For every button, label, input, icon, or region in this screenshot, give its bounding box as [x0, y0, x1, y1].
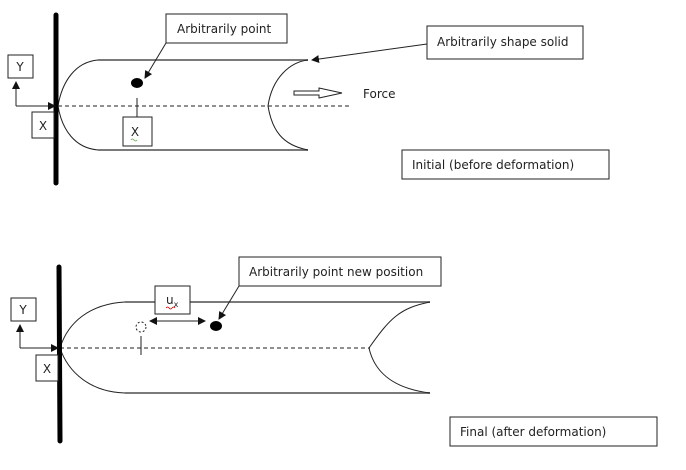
initial-panel: Y X X Arbitrarily point Arbitrarily shap… — [7, 12, 610, 186]
initial-x-axis-label: X — [39, 119, 47, 133]
final-y-axis-label-box — [10, 297, 37, 322]
final-x-axis-label: X — [43, 362, 51, 376]
shape-pointer-arrow — [311, 43, 428, 63]
final-state-label: Final (after deformation) — [460, 425, 606, 439]
initial-material-point — [131, 78, 143, 88]
original-point-position — [135, 321, 147, 333]
new-point-label-box — [238, 256, 442, 287]
initial-point-label: Arbitrarily point — [177, 22, 272, 36]
initial-solid-body — [57, 59, 309, 151]
shape-label: Arbitrarily shape solid — [437, 35, 569, 49]
new-point-pointer-arrow — [218, 285, 240, 320]
initial-point-coord-label: X — [131, 125, 139, 139]
final-body-right-curve — [368, 301, 431, 394]
spellcheck-underline — [130, 138, 138, 142]
final-state-box — [449, 416, 658, 447]
force-label: Force — [363, 87, 395, 101]
initial-body-left-curve — [57, 59, 99, 151]
initial-point-coord-box — [122, 116, 153, 147]
displacement-label-box — [154, 285, 191, 315]
new-point-label: Arbitrarily point new position — [249, 265, 423, 279]
final-y-axis-label: Y — [18, 303, 27, 317]
shape-label-box — [426, 25, 584, 60]
initial-point-label-box — [165, 13, 288, 44]
initial-state-label: Initial (before deformation) — [412, 158, 574, 172]
initial-point-pointer-arrow — [144, 42, 167, 79]
initial-state-box — [401, 149, 610, 180]
final-fixed-wall — [56, 264, 63, 444]
final-panel: Y X ux Arbitrarily point new position Fi… — [10, 256, 658, 447]
initial-body-right-curve — [267, 59, 309, 151]
final-material-point — [210, 321, 222, 331]
initial-y-axis-label: Y — [15, 60, 24, 74]
displacement-label: ux — [166, 293, 179, 309]
spellcheck-underline — [165, 306, 176, 310]
final-x-axis-label-box — [35, 354, 59, 382]
initial-x-axis-label-box — [31, 111, 55, 139]
force-arrow-icon — [293, 87, 343, 99]
initial-y-axis-label-box — [7, 54, 34, 79]
